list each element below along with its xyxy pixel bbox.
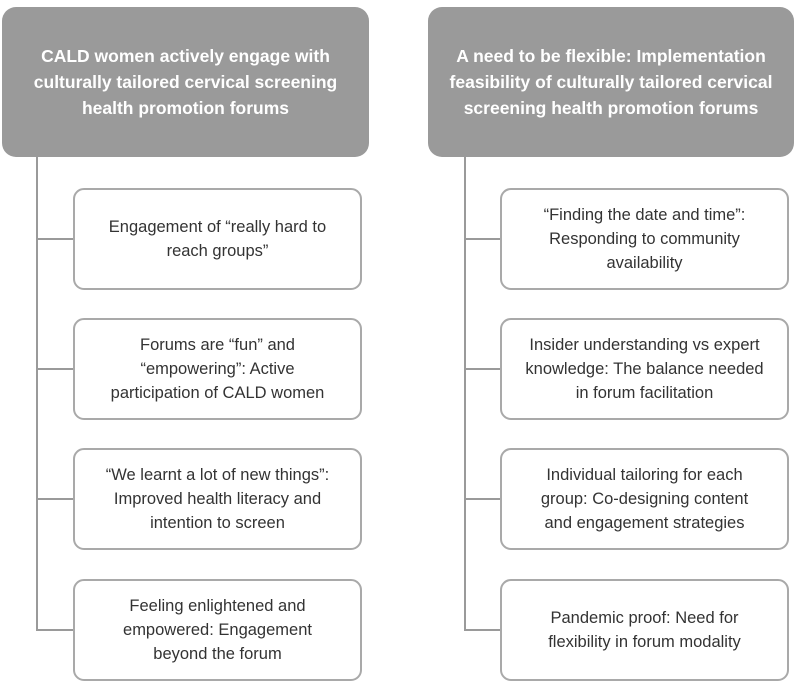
subtheme-text: Insider understanding vs expert knowledg… xyxy=(525,336,764,402)
theme-header-text: A need to be flexible: Implementation fe… xyxy=(449,46,773,118)
subtheme-box: Forums are “fun” and “empowering”: Activ… xyxy=(73,318,362,420)
subtheme-text: “Finding the date and time”: Responding … xyxy=(543,206,746,272)
connector-line xyxy=(36,157,38,631)
connector-branch xyxy=(36,629,73,631)
connector-line xyxy=(464,157,466,631)
connector-branch xyxy=(464,368,500,370)
connector-branch xyxy=(36,368,73,370)
subtheme-box: Insider understanding vs expert knowledg… xyxy=(500,318,789,420)
subtheme-box: Individual tailoring for each group: Co-… xyxy=(500,448,789,550)
theme-header: A need to be flexible: Implementation fe… xyxy=(428,7,794,157)
subtheme-box: “We learnt a lot of new things”: Improve… xyxy=(73,448,362,550)
subtheme-text: Feeling enlightened and empowered: Engag… xyxy=(123,597,312,663)
connector-branch xyxy=(464,498,500,500)
subtheme-box: Pandemic proof: Need for flexibility in … xyxy=(500,579,789,681)
connector-branch xyxy=(464,629,500,631)
subtheme-text: Engagement of “really hard to reach grou… xyxy=(108,218,327,260)
subtheme-text: “We learnt a lot of new things”: Improve… xyxy=(105,466,330,532)
connector-branch xyxy=(464,238,500,240)
connector-branch xyxy=(36,498,73,500)
connector-branch xyxy=(36,238,73,240)
theme-header: CALD women actively engage with cultural… xyxy=(2,7,369,157)
subtheme-box: Engagement of “really hard to reach grou… xyxy=(73,188,362,290)
subtheme-box: Feeling enlightened and empowered: Engag… xyxy=(73,579,362,681)
subtheme-text: Forums are “fun” and “empowering”: Activ… xyxy=(110,336,325,402)
theme-header-text: CALD women actively engage with cultural… xyxy=(33,46,338,118)
subtheme-text: Pandemic proof: Need for flexibility in … xyxy=(548,609,741,651)
subtheme-text: Individual tailoring for each group: Co-… xyxy=(540,466,749,532)
subtheme-box: “Finding the date and time”: Responding … xyxy=(500,188,789,290)
